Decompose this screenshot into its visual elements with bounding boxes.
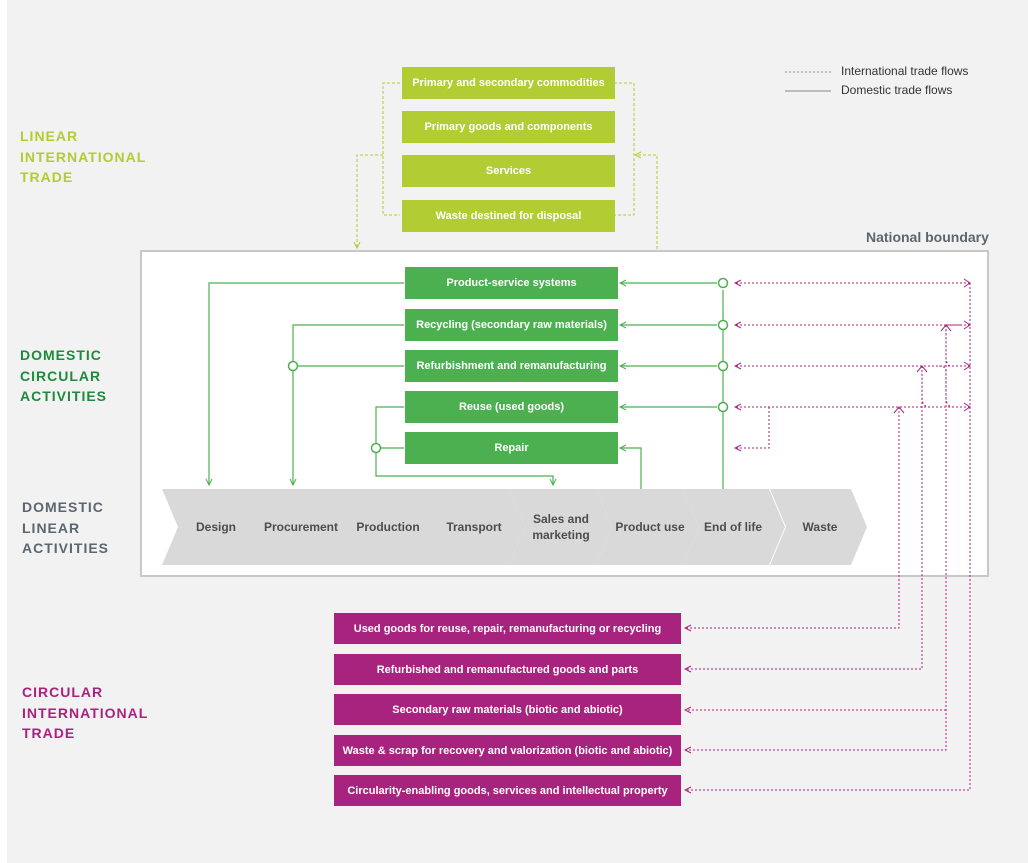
- chevron-waste: [770, 489, 867, 565]
- circular-repair: Repair: [405, 432, 618, 464]
- value-chain-waste: Waste: [802, 520, 838, 534]
- section-linear-international-trade: LINEAR INTERNATIONAL TRADE: [20, 128, 147, 185]
- linear-trade-services: Services: [402, 155, 615, 187]
- junction-nodes: [287, 277, 729, 454]
- circular-reuse: Reuse (used goods): [405, 391, 618, 423]
- national-boundary-label: National boundary: [866, 229, 989, 245]
- circular-recycling: Recycling (secondary raw materials): [405, 309, 618, 341]
- chevron-product-use: [596, 489, 699, 565]
- section-circular-international-trade: CIRCULAR INTERNATIONAL TRADE: [22, 684, 149, 741]
- value-chain-procurement: Procurement: [263, 520, 339, 534]
- circular-trade-secondary-raw-materials: Secondary raw materials (biotic and abio…: [334, 694, 681, 725]
- linear-trade-waste-disposal: Waste destined for disposal: [402, 200, 615, 232]
- circular-trade-flows: [685, 283, 971, 790]
- circular-trade-waste-scrap: Waste & scrap for recovery and valorizat…: [334, 735, 681, 766]
- chevron-end-of-life: [683, 489, 785, 565]
- value-chain-product-use: Product use: [615, 520, 685, 534]
- linear-trade-goods-components: Primary goods and components: [402, 111, 615, 143]
- value-chain-design: Design: [195, 520, 236, 534]
- chevron-production: [335, 489, 439, 565]
- circular-trade-refurbished-goods: Refurbished and remanufactured goods and…: [334, 654, 681, 685]
- legend-domestic: Domestic trade flows: [841, 83, 953, 97]
- chevron-sales: [509, 489, 612, 565]
- value-chain-production: Production: [356, 520, 420, 534]
- linear-trade-commodities: Primary and secondary commodities: [402, 67, 615, 99]
- section-domestic-linear-activities: DOMESTIC LINEAR ACTIVITIES: [22, 499, 110, 556]
- circular-trade-arrowheads: [893, 278, 971, 414]
- legend-international: International trade flows: [841, 64, 969, 78]
- circular-trade-used-goods: Used goods for reuse, repair, remanufact…: [334, 613, 681, 644]
- circular-trade-enabling-goods: Circularity-enabling goods, services and…: [334, 775, 681, 806]
- circular-product-service-systems: Product-service systems: [405, 267, 618, 299]
- value-chain-sales-marketing: Sales and marketing: [532, 512, 590, 542]
- chevron-transport: [421, 489, 525, 565]
- section-domestic-circular-activities: DOMESTIC CIRCULAR ACTIVITIES: [20, 347, 108, 404]
- value-chain-chevrons: [162, 489, 867, 565]
- chevron-design: [162, 489, 268, 565]
- value-chain-transport: Transport: [446, 520, 502, 534]
- circular-refurbishment: Refurbishment and remanufacturing: [405, 350, 618, 382]
- value-chain-end-of-life: End of life: [704, 520, 762, 534]
- linear-trade-flows: [357, 82, 658, 249]
- chevron-procurement: [248, 489, 353, 565]
